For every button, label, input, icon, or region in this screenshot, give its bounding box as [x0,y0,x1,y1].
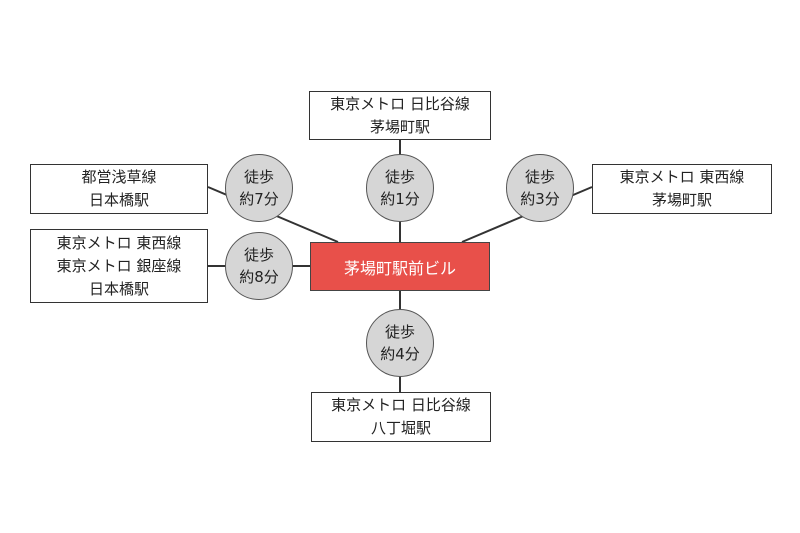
station-south-line: 東京メトロ 日比谷線 [331,396,471,414]
station-west-upper-name: 日本橋駅 [88,191,149,209]
station-box-east: 東京メトロ 東西線 茅場町駅 [592,164,772,214]
station-west-lower-name: 日本橋駅 [88,279,149,298]
station-east-name: 茅場町駅 [651,191,712,209]
walk-time-bubble-north: 徒歩 約1分 [366,154,434,222]
center-building-box: 茅場町駅前ビル [310,242,490,291]
station-box-west-upper: 都営浅草線 日本橋駅 [30,164,208,214]
station-west-upper-line: 都営浅草線 [81,168,157,186]
walk-label: 徒歩 [384,323,415,341]
station-box-west-lower: 東京メトロ 東西線 東京メトロ 銀座線 日本橋駅 [30,229,208,303]
walk-time-bubble-west-lower: 徒歩 約8分 [225,232,293,300]
walk-time: 約8分 [239,268,279,286]
center-building-label: 茅場町駅前ビル [343,258,456,278]
walk-time-bubble-south: 徒歩 約4分 [366,309,434,377]
walk-time: 約1分 [380,190,420,208]
station-south-name: 八丁堀駅 [370,419,431,437]
walk-label: 徒歩 [524,168,555,186]
walk-label: 徒歩 [243,246,274,264]
walk-label: 徒歩 [243,168,274,186]
walk-time-bubble-west-upper: 徒歩 約7分 [225,154,293,222]
walk-time: 約7分 [239,190,279,208]
walk-time: 約3分 [520,190,560,208]
walk-label: 徒歩 [384,168,415,186]
station-box-south: 東京メトロ 日比谷線 八丁堀駅 [311,392,491,442]
station-west-lower-line1: 東京メトロ 東西線 [56,233,182,252]
station-north-name: 茅場町駅 [369,117,430,136]
walk-time-bubble-east: 徒歩 約3分 [506,154,574,222]
station-east-line: 東京メトロ 東西線 [619,168,745,186]
station-west-lower-line2: 東京メトロ 銀座線 [56,256,182,275]
station-north-line: 東京メトロ 日比谷線 [330,94,470,113]
walk-time: 約4分 [380,345,420,363]
station-box-north: 東京メトロ 日比谷線 茅場町駅 [309,91,491,140]
